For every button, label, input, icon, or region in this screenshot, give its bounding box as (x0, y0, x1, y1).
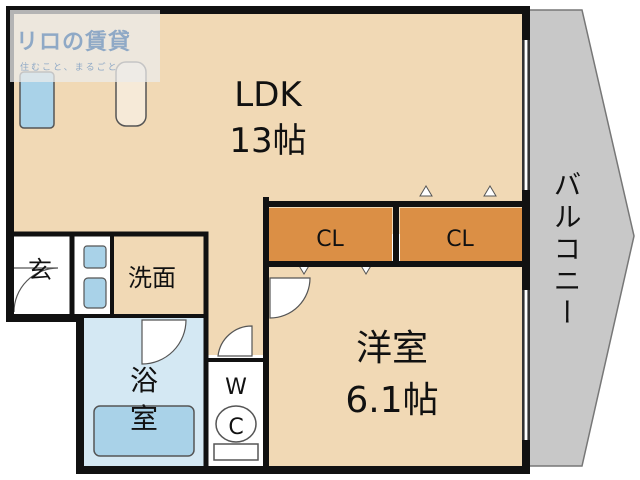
western-room-label: 洋室 (356, 328, 428, 369)
bathroom-label-line2: 室 (130, 402, 158, 435)
watermark-tagline: 住むこと、まるごと (20, 63, 119, 73)
closet-2-label: CL (446, 227, 474, 252)
entrance-label: 玄 (28, 256, 52, 284)
western-room-size-label: 6.1帖 (345, 380, 438, 421)
bathroom-label-line1: 浴 (130, 364, 158, 397)
entrance-door (13, 267, 59, 313)
bathroom-door (141, 319, 187, 365)
washing-machine (83, 277, 107, 309)
closet-1-label: CL (316, 227, 344, 252)
toilet-tank (213, 443, 259, 461)
balcony-label: バルコニー (550, 170, 583, 330)
walls (6, 6, 530, 474)
toilet-label-w: W (225, 375, 247, 400)
western-room-floor (266, 262, 524, 466)
toilet-bowl (215, 405, 257, 443)
closet-1 (268, 208, 392, 262)
washbasin (83, 245, 107, 269)
watermark-brand: リロの賃貸 (16, 30, 132, 55)
ldk-label: LDK (234, 75, 303, 115)
closet-2 (400, 208, 522, 262)
toilet-door (217, 325, 253, 357)
bathtub (93, 405, 195, 457)
toilet-label-c: C (228, 415, 243, 440)
watermark: リロの賃貸 住むこと、まるごと (10, 10, 160, 82)
ldk-size-label: 13帖 (229, 121, 306, 161)
washroom-floor (112, 236, 204, 314)
western-room-door (269, 277, 311, 319)
window-frames (522, 40, 530, 440)
closet-sliding-door-marker (297, 185, 497, 275)
washroom-label: 洗面 (128, 264, 176, 292)
